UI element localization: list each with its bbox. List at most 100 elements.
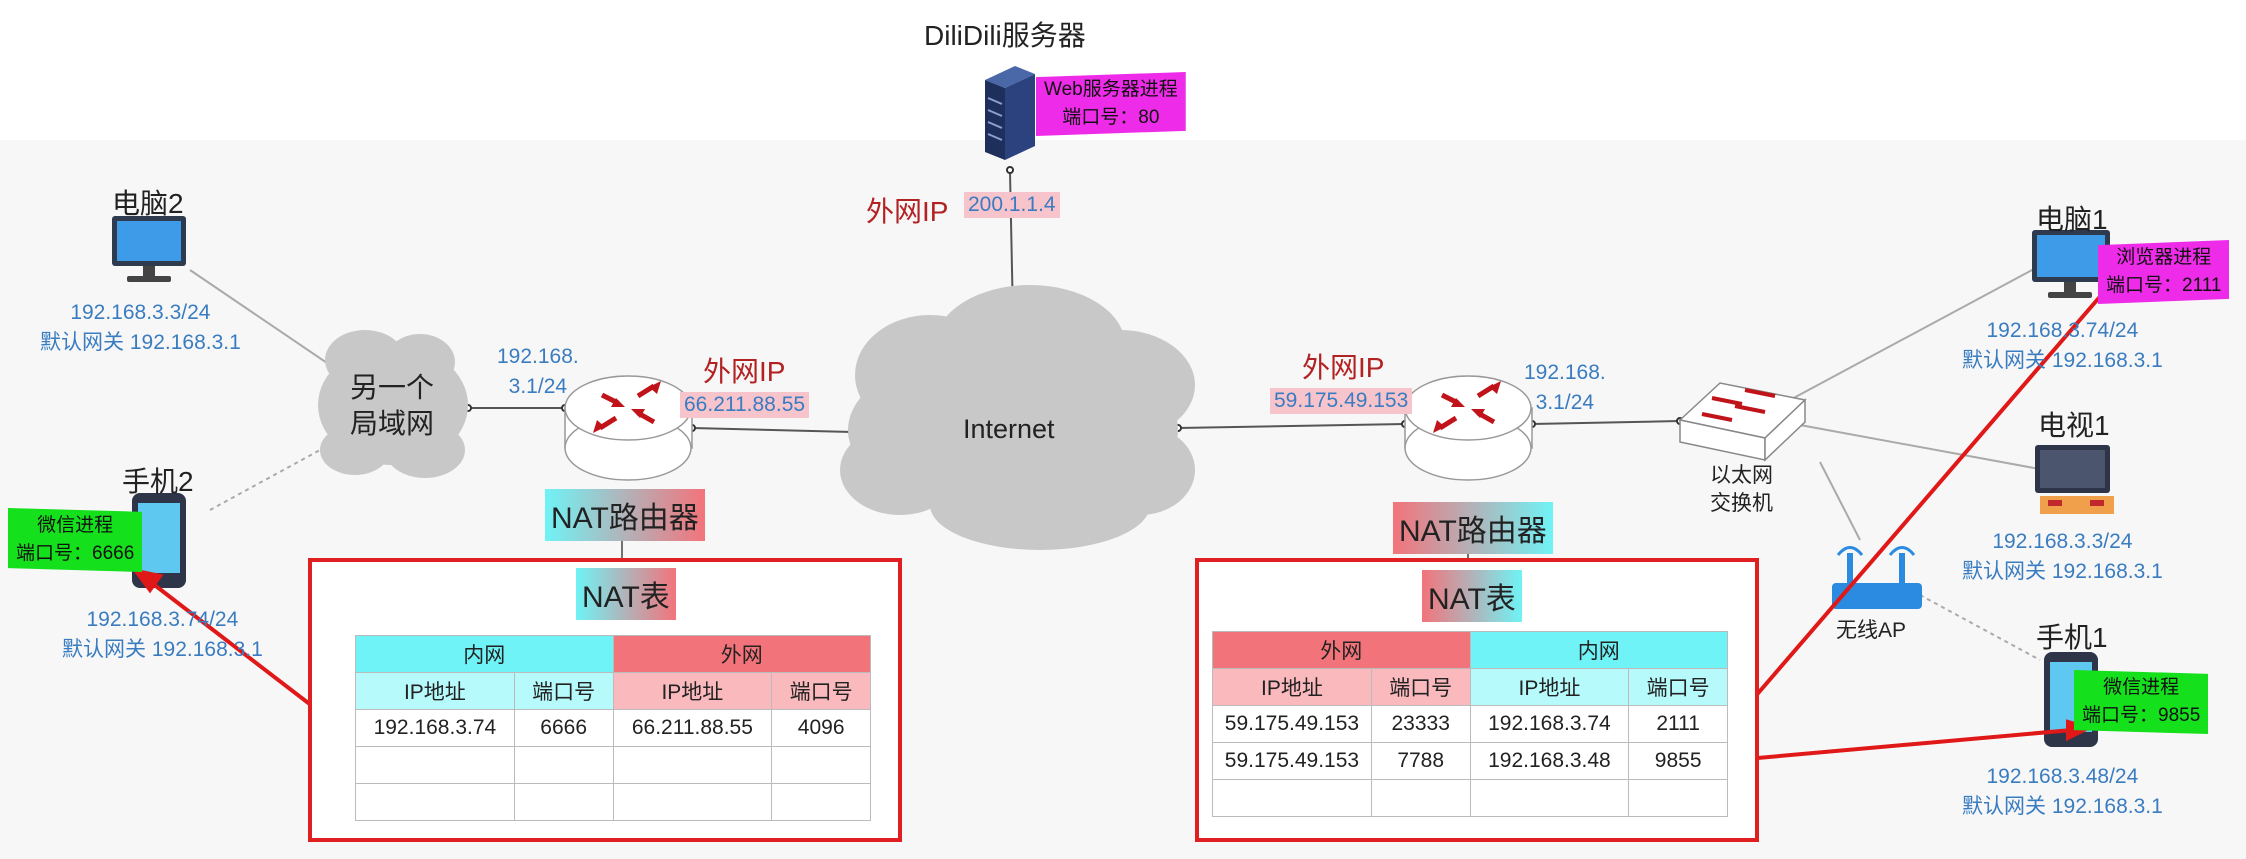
tv1-info: 192.168.3.3/24 默认网关 192.168.3.1: [1962, 527, 2163, 587]
table-cell: [1469, 779, 1630, 817]
internet-cloud-icon: [840, 285, 1195, 550]
left-router-lan-ip-line1: 192.168.: [497, 345, 579, 368]
right-nat-header-port-out: 端口号: [1370, 668, 1471, 706]
internet-right-router-link: [1177, 423, 1406, 429]
table-row: [1212, 779, 1728, 817]
right-nat-table: 外网 内网 IP地址 端口号 IP地址 端口号 59.175.49.153 23…: [1212, 631, 1729, 817]
table-cell: [771, 783, 871, 821]
switch-line1: 以太网: [1710, 464, 1773, 487]
wireless-ap-icon: [1832, 546, 1922, 609]
pc2-lan-link: [189, 269, 331, 366]
table-cell: 59.175.49.153: [1212, 705, 1372, 743]
table-cell: 9855: [1628, 742, 1728, 780]
lan-links: [189, 254, 2061, 661]
wifi-label: 无线AP: [1836, 619, 1907, 642]
server-process-label: Web服务器进程: [1044, 79, 1178, 100]
phone1-gateway: 默认网关 192.168.3.1: [1962, 795, 2163, 818]
table-cell: [1628, 779, 1728, 817]
lan2-label: 另一个 局域网: [350, 370, 434, 442]
phone2-process-label: 微信进程: [37, 515, 114, 536]
lan2-line2: 局域网: [350, 408, 435, 439]
right-nat-header-ip-in: IP地址: [1469, 668, 1630, 706]
phone2-process-tag: 微信进程 端口号：6666: [8, 508, 143, 572]
table-cell: 4096: [771, 709, 871, 747]
tv1-gateway: 默认网关 192.168.3.1: [1962, 560, 2163, 583]
table-cell: 192.168.3.74: [355, 709, 515, 747]
table-row: 192.168.3.74 6666 66.211.88.55 4096: [355, 709, 871, 747]
pc2-monitor-icon: [112, 216, 186, 282]
table-cell: [1370, 779, 1471, 817]
lan-cloud-icon: [318, 330, 468, 478]
arrow-to-pc1: [1733, 283, 2112, 722]
table-cell: 2111: [1628, 705, 1728, 743]
table-row: 59.175.49.153 23333 192.168.3.74 2111: [1212, 705, 1728, 743]
switch-ap-link: [1819, 461, 1861, 541]
ap-phone1-link: [1919, 594, 2041, 661]
right-router-wan-ip: 59.175.49.153: [1270, 388, 1413, 414]
switch-tv-link: [1799, 424, 2046, 471]
left-nat-header-ip-in: IP地址: [355, 672, 515, 710]
left-router-icon: [564, 375, 693, 481]
table-cell: 7788: [1370, 742, 1471, 780]
left-router-lan-ip: 192.168. 3.1/24: [497, 342, 579, 402]
pc2-gateway: 默认网关 192.168.3.1: [40, 331, 241, 354]
right-nat-group-inner: 内网: [1469, 631, 1729, 669]
left-router-wan-ip: 66.211.88.55: [680, 392, 810, 418]
right-router-wan-label: 外网IP: [1302, 352, 1385, 383]
table-cell: [612, 746, 773, 784]
left-router-lan-ip-line2: 3.1/24: [508, 375, 568, 398]
right-nat-title: NAT表: [1422, 570, 1522, 622]
table-cell: [771, 746, 871, 784]
left-nat-header-port-out: 端口号: [771, 672, 871, 710]
right-nat-group-outer: 外网: [1212, 631, 1471, 669]
tv-icon: [2035, 445, 2114, 514]
table-cell: [612, 783, 773, 821]
right-router-lan-ip-line1: 192.168.: [1524, 361, 1606, 384]
right-router-name: NAT路由器: [1393, 502, 1553, 554]
phone2-port-label: 端口号：6666: [16, 543, 135, 564]
switch-line2: 交换机: [1710, 492, 1773, 515]
left-nat-header-port-in: 端口号: [513, 672, 614, 710]
right-router-switch-link: [1531, 420, 1681, 425]
phone1-name: 手机1: [2036, 622, 2108, 653]
pc1-process-tag: 浏览器进程 端口号：2111: [2098, 240, 2230, 304]
left-nat-header-ip-out: IP地址: [612, 672, 773, 710]
table-cell: 192.168.3.48: [1469, 742, 1630, 780]
pc2-info: 192.168.3.3/24 默认网关 192.168.3.1: [40, 298, 241, 358]
server-port-label: 端口号：80: [1062, 107, 1160, 128]
pc1-monitor-icon: [2032, 230, 2110, 298]
table-cell: [1212, 779, 1372, 817]
right-router-lan-ip: 192.168. 3.1/24: [1524, 358, 1606, 418]
tv1-ip: 192.168.3.3/24: [1992, 530, 2133, 553]
left-router-internet-link: [691, 427, 853, 433]
pc1-gateway: 默认网关 192.168.3.1: [1962, 349, 2163, 372]
table-cell: [355, 746, 515, 784]
table-cell: 6666: [513, 709, 614, 747]
right-nat-header-port-in: 端口号: [1628, 668, 1728, 706]
table-cell: 192.168.3.74: [1469, 705, 1630, 743]
pc2-ip: 192.168.3.3/24: [70, 301, 211, 324]
table-cell: 23333: [1370, 705, 1471, 743]
phone2-ip: 192.168.3.74/24: [86, 608, 239, 631]
left-nat-group-inner: 内网: [355, 635, 614, 673]
table-cell: [513, 746, 614, 784]
switch-pc1-link: [1774, 254, 2061, 409]
server-title: DiliDili服务器: [924, 20, 1086, 51]
arrow-to-phone1: [1734, 728, 2073, 762]
phone2-icon: [132, 493, 186, 588]
table-row: 59.175.49.153 7788 192.168.3.48 9855: [1212, 742, 1728, 780]
phone1-process-tag: 微信进程 端口号：9855: [2074, 670, 2209, 734]
server-process-tag: Web服务器进程 端口号：80: [1036, 72, 1186, 136]
pc2-name: 电脑2: [112, 188, 184, 219]
server-wan-label: 外网IP: [866, 196, 949, 227]
tv1-name: 电视1: [2038, 410, 2110, 441]
phone1-port-label: 端口号：9855: [2082, 705, 2201, 726]
phone2-name: 手机2: [122, 466, 194, 497]
pc1-info: 192.168.3.74/24 默认网关 192.168.3.1: [1962, 316, 2163, 376]
phone2-gateway: 默认网关 192.168.3.1: [62, 638, 263, 661]
pc1-process-label: 浏览器进程: [2116, 247, 2212, 268]
left-nat-title: NAT表: [576, 568, 676, 620]
switch-icon: [1678, 382, 1807, 462]
phone1-ip: 192.168.3.48/24: [1986, 765, 2139, 788]
left-nat-group-outer: 外网: [612, 635, 871, 673]
